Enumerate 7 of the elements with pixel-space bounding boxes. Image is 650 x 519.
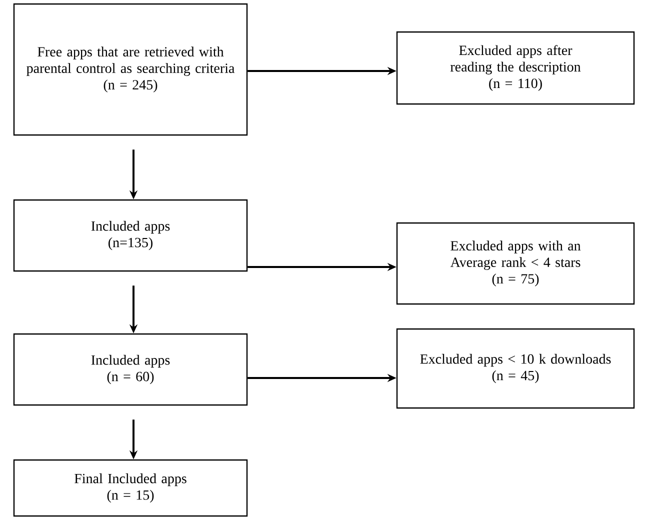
process-box: Excluded apps < 10 k downloads (n = 45) <box>396 328 635 409</box>
process-box: Included apps (n = 60) <box>13 333 248 406</box>
process-box: Excluded apps after reading the description (n = 110) <box>396 31 635 105</box>
process-box: Included apps (n=135) <box>13 199 248 272</box>
process-box: Excluded apps with an Average rank < 4 stars (n = 75) <box>396 222 635 305</box>
process-box: Final Included apps (n = 15) <box>13 459 248 517</box>
process-box: Free apps that are retrieved with parental control as searching criteria (n = 245) <box>13 3 248 136</box>
